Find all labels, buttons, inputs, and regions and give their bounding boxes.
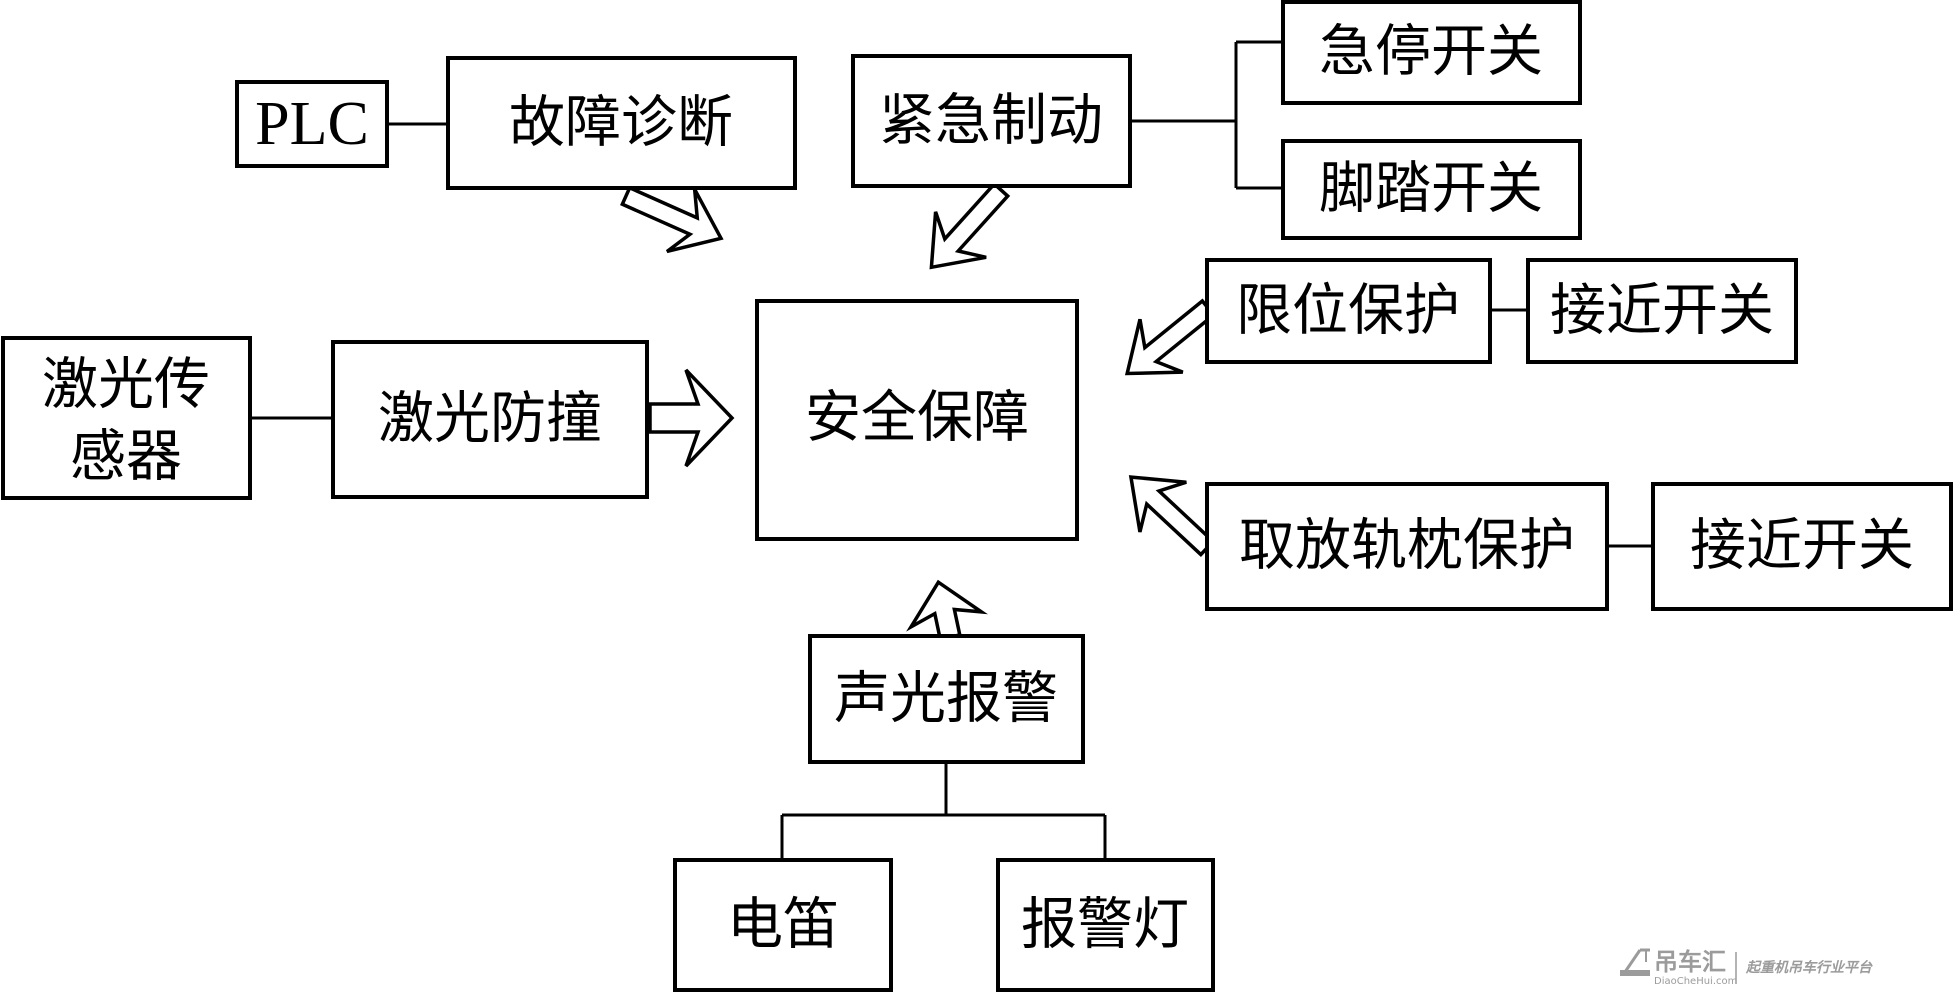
node-limit-protection: 限位保护 — [1205, 258, 1492, 364]
node-proximity-switch-2-label: 接近开关 — [1690, 514, 1914, 579]
node-fault-diagnosis-label: 故障诊断 — [509, 91, 733, 156]
node-emergency-brake-label: 紧急制动 — [879, 89, 1103, 154]
node-limit-protection-label: 限位保护 — [1236, 279, 1460, 344]
watermark: 吊车汇 DiaoCheHui.com 起重机吊车行业平台 — [1620, 948, 1873, 987]
node-audio-visual-alarm-label: 声光报警 — [834, 667, 1058, 732]
node-alarm-light-label: 报警灯 — [1021, 893, 1189, 958]
watermark-site: DiaoCheHui.com — [1654, 976, 1737, 987]
connector-lines — [250, 40, 1653, 860]
node-proximity-switch-1: 接近开关 — [1526, 258, 1798, 364]
node-proximity-switch-1-label: 接近开关 — [1550, 279, 1774, 344]
crane-logo-icon — [1620, 948, 1650, 976]
node-fault-diagnosis: 故障诊断 — [446, 56, 797, 190]
node-safety-label: 安全保障 — [805, 386, 1029, 451]
arrow-limit-to-safety — [1124, 298, 1217, 376]
node-plc: PLC — [235, 80, 389, 168]
node-horn: 电笛 — [673, 858, 893, 992]
node-emergency-brake: 紧急制动 — [851, 54, 1132, 188]
node-laser-sensor-label-line1: 激光传 — [42, 353, 210, 418]
node-sleeper-protection-label: 取放轨枕保护 — [1239, 514, 1575, 579]
watermark-brand: 吊车汇 — [1654, 948, 1726, 976]
arrow-brake-to-safety — [929, 181, 1011, 270]
arrow-sleeper-to-safety — [1128, 475, 1216, 558]
node-audio-visual-alarm: 声光报警 — [808, 634, 1085, 764]
watermark-slogan: 起重机吊车行业平台 — [1745, 959, 1873, 976]
arrow-alarm-to-safety — [906, 579, 988, 642]
node-laser-sensor-label-line2: 感器 — [70, 425, 182, 490]
node-plc-label: PLC — [255, 90, 369, 158]
node-horn-label: 电笛 — [727, 893, 839, 958]
node-proximity-switch-2: 接近开关 — [1651, 482, 1953, 611]
node-sleeper-protection: 取放轨枕保护 — [1205, 482, 1609, 611]
node-safety: 安全保障 — [755, 299, 1079, 541]
node-alarm-light: 报警灯 — [996, 858, 1215, 992]
node-laser-anticollision: 激光防撞 — [331, 340, 649, 499]
node-emergency-stop-switch: 急停开关 — [1281, 0, 1582, 105]
node-emergency-stop-switch-label: 急停开关 — [1319, 20, 1543, 85]
arrow-fault-to-safety — [620, 185, 724, 254]
node-laser-anticollision-label: 激光防撞 — [378, 387, 602, 452]
node-laser-sensor: 激光传 感器 — [1, 336, 252, 500]
node-foot-switch-label: 脚踏开关 — [1319, 157, 1543, 222]
arrow-anticollision-to-safety — [648, 368, 735, 468]
node-foot-switch: 脚踏开关 — [1281, 139, 1582, 240]
hollow-arrows — [620, 181, 1217, 642]
